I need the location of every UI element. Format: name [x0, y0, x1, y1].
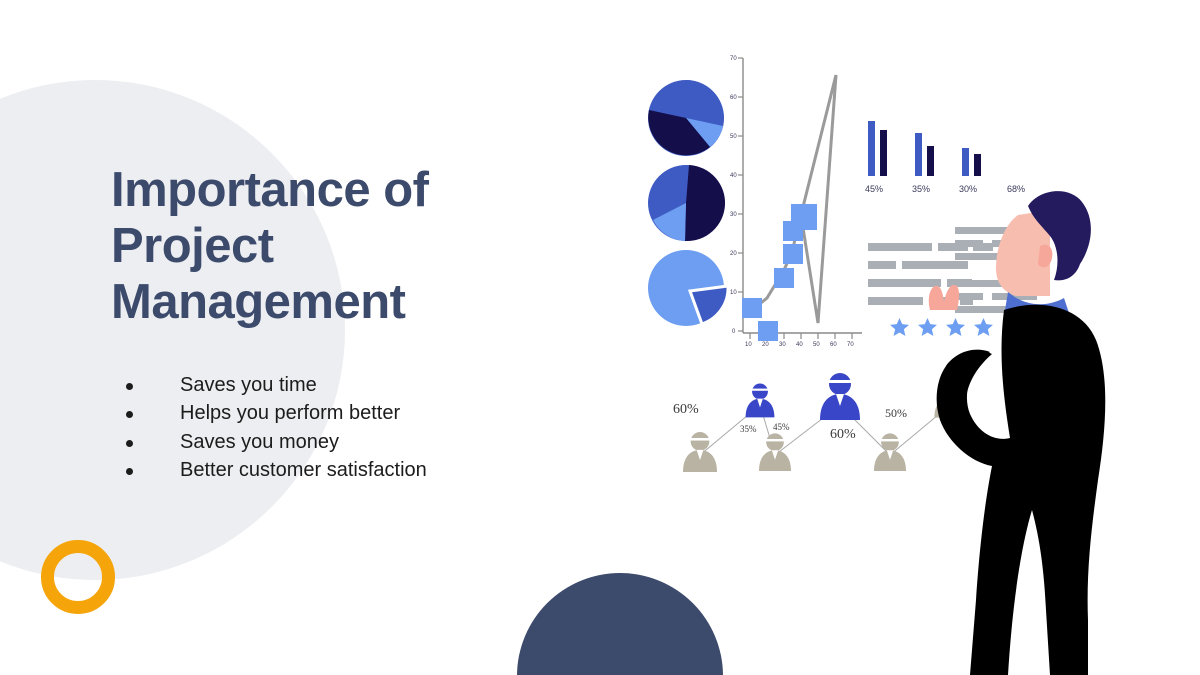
star-icon: [974, 318, 993, 337]
bar-label: 68%: [1007, 184, 1025, 194]
svg-text:50: 50: [730, 134, 737, 140]
svg-text:70: 70: [847, 342, 854, 348]
star-icon: [918, 318, 937, 337]
network-node: [820, 373, 860, 420]
pie-chart-1: [648, 80, 724, 156]
svg-text:60: 60: [730, 95, 737, 101]
svg-text:20: 20: [762, 342, 769, 348]
hair: [1028, 191, 1091, 281]
suit-arm: [944, 350, 992, 402]
svg-text:10: 10: [745, 342, 752, 348]
neck-and-face: [996, 210, 1050, 296]
pie-chart-2: [648, 165, 726, 242]
svg-text:40: 40: [730, 173, 737, 179]
x-axis-tick-labels: 10 20 30 40 50 60 70: [745, 342, 854, 348]
infographic-dashboard: 70 60 50 40 30 20 10 0 10 20 30 40 50 60 70: [640, 40, 1120, 510]
star-icon: [946, 318, 965, 337]
svg-text:30: 30: [730, 212, 737, 218]
svg-text:0: 0: [732, 329, 736, 335]
ear: [1038, 244, 1053, 268]
page-title-line-3: Management: [111, 275, 406, 329]
orange-ring-decoration: [41, 540, 115, 614]
svg-text:60: 60: [830, 342, 837, 348]
svg-text:20: 20: [730, 251, 737, 257]
bar-chart-labels: 45% 35% 30% 68%: [865, 184, 1025, 194]
svg-text:40: 40: [796, 342, 803, 348]
pie-chart-3: [648, 250, 730, 326]
bar-chart: 45% 35% 30% 68%: [865, 121, 1025, 194]
svg-text:50: 50: [813, 342, 820, 348]
list-item: Saves you time: [118, 371, 578, 399]
star-icon: [890, 318, 909, 337]
network-label: 35%: [740, 424, 757, 434]
network-label: 60%: [673, 402, 699, 417]
suit-body: [936, 304, 1106, 675]
svg-text:10: 10: [730, 290, 737, 296]
network-node: [745, 383, 775, 418]
network-label: 45%: [773, 422, 790, 432]
benefits-bullet-list: Saves you time Helps you perform better …: [118, 371, 578, 485]
bar-label: 30%: [959, 184, 977, 194]
page-title-line-1: Importance of: [111, 163, 429, 217]
list-item: Better customer satisfaction: [118, 456, 578, 484]
network-node: [874, 433, 906, 471]
network-label: 60%: [830, 427, 856, 442]
businessman-illustration: [900, 180, 1130, 675]
bar-label: 35%: [912, 184, 930, 194]
line-chart-markers: [742, 204, 817, 341]
svg-text:70: 70: [730, 56, 737, 62]
y-axis-tick-labels: 70 60 50 40 30 20 10 0: [730, 56, 737, 335]
network-node: [759, 433, 791, 471]
x-axis-ticks: [749, 333, 853, 339]
svg-text:30: 30: [779, 342, 786, 348]
y-axis-ticks: [738, 57, 743, 332]
page-title-line-2: Project: [111, 219, 274, 273]
background-gray-circle: [0, 80, 345, 580]
line-chart: 70 60 50 40 30 20 10 0 10 20 30 40 50 60 70: [730, 56, 862, 348]
network-node: [683, 432, 717, 472]
raised-hand: [928, 284, 960, 310]
list-item: Helps you perform better: [118, 399, 578, 427]
list-item: Saves you money: [118, 428, 578, 456]
page-title: Importance of Project Management: [111, 162, 581, 330]
bar-label: 45%: [865, 184, 883, 194]
network-label: 50%: [885, 406, 907, 420]
navy-semicircle-decoration: [517, 573, 723, 675]
